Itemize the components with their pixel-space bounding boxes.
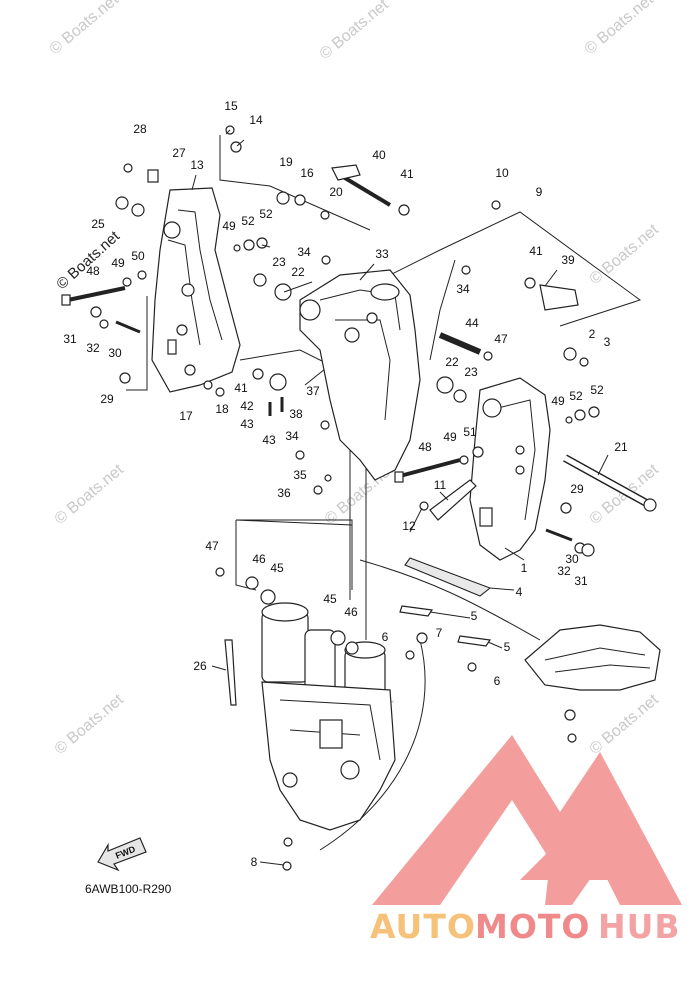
- part-number-label: 18: [215, 402, 229, 416]
- part-number-label: 6: [494, 674, 501, 688]
- part-number-label: 16: [300, 166, 314, 180]
- watermark-text: © Boats.net: [52, 691, 128, 758]
- part-number-label: 47: [494, 332, 508, 346]
- part-number-label: 7: [436, 626, 443, 640]
- part-number-label: 10: [495, 166, 509, 180]
- part-number-label: 46: [344, 605, 358, 619]
- part-number-label: 9: [536, 185, 543, 199]
- part-number-label: 4: [516, 585, 523, 599]
- part-number-label: 52: [569, 389, 583, 403]
- part-number-label: 32: [557, 564, 571, 578]
- part-number-label: 44: [465, 316, 479, 330]
- part-number-label: 11: [434, 478, 447, 492]
- watermark-text: © Boats.net: [587, 691, 663, 758]
- part-number-label: 29: [100, 392, 114, 406]
- part-number-label: 29: [570, 482, 584, 496]
- brand-wordmark: AUTO MOTO HUB: [370, 907, 681, 946]
- part-number-label: 49: [111, 256, 125, 270]
- part-number-label: 26: [193, 659, 207, 673]
- part-number-label: 49: [551, 394, 565, 408]
- part-number-label: 15: [224, 99, 238, 113]
- part-number-label: 21: [614, 440, 628, 454]
- part-number-label: 8: [251, 855, 258, 869]
- part-number-label: 22: [445, 355, 459, 369]
- part-number-label: 6: [382, 630, 389, 644]
- part-number-label: 52: [590, 383, 604, 397]
- part-number-label: 32: [86, 341, 100, 355]
- part-number-label: 13: [190, 158, 204, 172]
- part-number-label: 36: [277, 486, 291, 500]
- part-number-label: 27: [172, 146, 186, 160]
- part-number-label: 52: [259, 207, 273, 221]
- part-number-label: 14: [249, 113, 263, 127]
- tilt-cylinder-assembly: [261, 602, 396, 831]
- trim-unit: [524, 624, 661, 691]
- part-number-label: 46: [252, 552, 266, 566]
- part-number-label: 45: [270, 561, 284, 575]
- part-number-label: 31: [574, 574, 588, 588]
- brand-text-moto: MOTO: [475, 907, 590, 946]
- watermark-text: © Boats.net: [47, 0, 123, 58]
- hardware-parts: [61, 164, 657, 706]
- part-number-label: 5: [504, 640, 511, 654]
- part-number-label: 23: [464, 365, 478, 379]
- part-number-label: 43: [240, 417, 254, 431]
- part-number-label: 34: [297, 245, 311, 259]
- part-number-label: 5: [471, 609, 478, 623]
- part-number-label: 2: [589, 327, 596, 341]
- fasteners: [90, 125, 600, 871]
- part-number-label: 49: [443, 430, 457, 444]
- part-number-label: 37: [306, 384, 320, 398]
- part-number-label: 52: [241, 214, 255, 228]
- part-number-label: 30: [108, 346, 122, 360]
- watermark-text: © Boats.net: [587, 221, 663, 288]
- part-number-label: 1: [521, 561, 528, 575]
- part-number-label: 20: [329, 185, 343, 199]
- part-number-label: 41: [529, 244, 543, 258]
- part-number-label: 23: [272, 255, 286, 269]
- watermark-text: © Boats.net: [52, 461, 128, 528]
- brand-logo: [372, 735, 682, 905]
- left-clamp-bracket: [151, 187, 241, 393]
- watermark-text: © Boats.net: [317, 0, 393, 63]
- part-number-label: 49: [222, 219, 236, 233]
- part-number-label: 30: [565, 552, 579, 566]
- part-number-label: 51: [463, 425, 477, 439]
- part-number-label: 34: [285, 429, 299, 443]
- watermark-text: © Boats.net: [582, 0, 658, 58]
- part-number-label: 34: [456, 282, 470, 296]
- part-number-label: 41: [234, 381, 248, 395]
- part-number-label: 31: [63, 332, 77, 346]
- part-number-label: 45: [323, 592, 337, 606]
- leader-lines: [191, 129, 609, 866]
- part-number-label: 48: [418, 440, 432, 454]
- part-number-label: 33: [375, 247, 389, 261]
- part-number-label: 22: [291, 265, 305, 279]
- part-number-label: 40: [372, 148, 386, 162]
- swivel-bracket: [299, 269, 421, 481]
- brand-text-auto: AUTO: [370, 907, 476, 946]
- part-number-label: 48: [86, 264, 100, 278]
- part-number-label: 39: [561, 253, 575, 267]
- part-number-label: 17: [179, 409, 193, 423]
- right-clamp-bracket: [469, 377, 551, 561]
- diagram-code: 6AWB100-R290: [85, 882, 172, 896]
- part-number-label: 50: [131, 249, 145, 263]
- part-number-label: 3: [604, 335, 611, 349]
- part-number-label: 35: [293, 468, 307, 482]
- part-number-label: 19: [279, 155, 293, 169]
- part-number-label: 41: [400, 167, 414, 181]
- part-number-label: 47: [205, 539, 219, 553]
- part-number-label: 12: [402, 519, 416, 533]
- brand-text-hub: HUB: [598, 907, 681, 946]
- part-number-label: 28: [133, 122, 147, 136]
- part-number-label: 43: [262, 433, 276, 447]
- part-number-label: 38: [289, 407, 303, 421]
- part-number-label: 42: [240, 399, 254, 413]
- fwd-arrow-icon: FWD: [97, 837, 147, 872]
- part-number-label: 25: [91, 217, 105, 231]
